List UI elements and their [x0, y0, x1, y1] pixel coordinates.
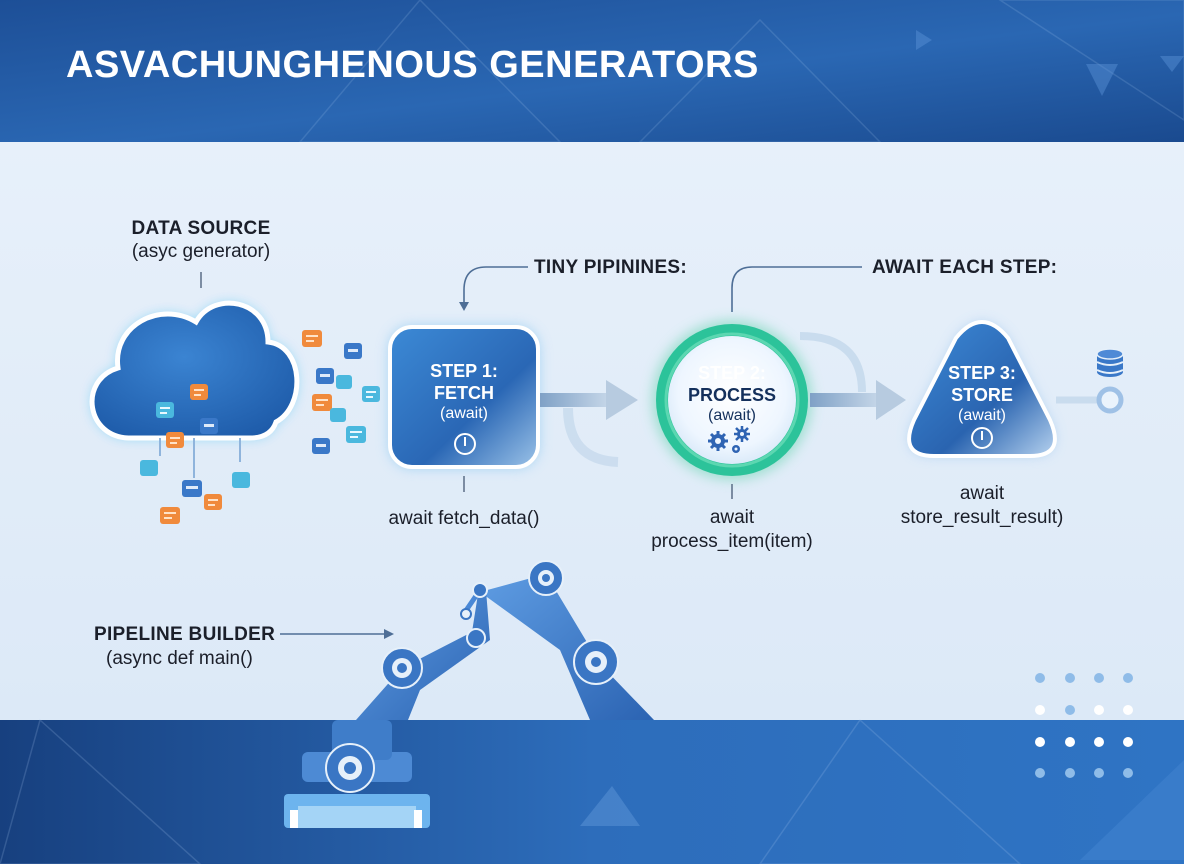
await-each-step-line	[731, 266, 862, 312]
step-2-name: PROCESS	[687, 385, 777, 405]
data-chip	[160, 507, 180, 524]
data-chip	[312, 394, 332, 411]
pipeline-builder-subtitle: (async def main()	[106, 648, 253, 669]
step-2-sub: (await)	[707, 407, 756, 424]
step-3-code-line-1: await	[959, 483, 1005, 504]
data-chip	[302, 330, 322, 347]
step-2-code-line-1: await	[709, 507, 755, 528]
cloud-icon	[89, 300, 300, 478]
page-title: ASVACHUNGHENOUS GENERATORS	[66, 44, 759, 86]
arrow-1	[540, 380, 638, 467]
output-connector	[1056, 386, 1124, 414]
step-2-code-line-2: process_item(item)	[651, 531, 813, 552]
step-2-circle	[652, 320, 866, 480]
dot-grid-decoration	[1035, 673, 1133, 778]
step-1-title: STEP 1:	[430, 361, 498, 381]
step-1-sub: (await)	[439, 405, 488, 422]
step-1-name: FETCH	[434, 383, 494, 403]
arrow-2	[810, 380, 906, 420]
data-chip	[182, 480, 202, 497]
data-chips	[140, 330, 380, 524]
data-chip	[346, 426, 366, 443]
power-icon	[454, 433, 476, 455]
data-chip	[166, 432, 184, 448]
database-icon	[1096, 348, 1124, 377]
step-3-code-line-2: store_result_result)	[900, 507, 1064, 528]
data-chip	[204, 494, 222, 510]
gears-icon	[708, 426, 750, 453]
step-1-code: await fetch_data()	[388, 508, 540, 529]
power-icon	[971, 427, 993, 449]
step-3-name: STORE	[951, 385, 1013, 405]
data-chip	[156, 402, 174, 418]
data-chip	[200, 418, 218, 434]
data-source-title: DATA SOURCE	[131, 218, 271, 239]
footer-band	[0, 720, 1184, 864]
step-2-title: STEP 2:	[698, 363, 766, 383]
pipeline-builder-title: PIPELINE BUILDER	[94, 624, 276, 645]
header-band	[0, 0, 1184, 142]
data-chip	[336, 375, 352, 389]
data-chip	[312, 438, 330, 454]
step-3-text: STEP 3: STORE (await)	[922, 362, 1042, 426]
data-chip	[330, 408, 346, 422]
step-1-box	[388, 325, 540, 469]
step-3-triangle	[907, 320, 1057, 458]
step-3-sub: (await)	[957, 407, 1006, 424]
tiny-pipelines-line	[463, 266, 528, 306]
data-chip	[190, 384, 208, 400]
header-triangles	[916, 30, 1184, 96]
tiny-pipelines-label: TINY PIPININES:	[534, 257, 688, 278]
await-each-step-label: AWAIT EACH STEP:	[872, 257, 1058, 278]
data-chip	[232, 472, 250, 488]
step-3-title: STEP 3:	[948, 363, 1016, 383]
data-chip	[344, 343, 362, 359]
data-chip	[316, 368, 334, 384]
step-2-text: STEP 2: PROCESS (await)	[672, 362, 792, 426]
footer-decoration	[0, 718, 1022, 864]
data-source-subtitle: (asyc generator)	[131, 241, 271, 262]
step-1-text: STEP 1: FETCH (await)	[390, 360, 538, 424]
robot-arm-icon	[284, 560, 654, 828]
data-chip	[362, 386, 380, 402]
data-chip	[140, 460, 158, 476]
